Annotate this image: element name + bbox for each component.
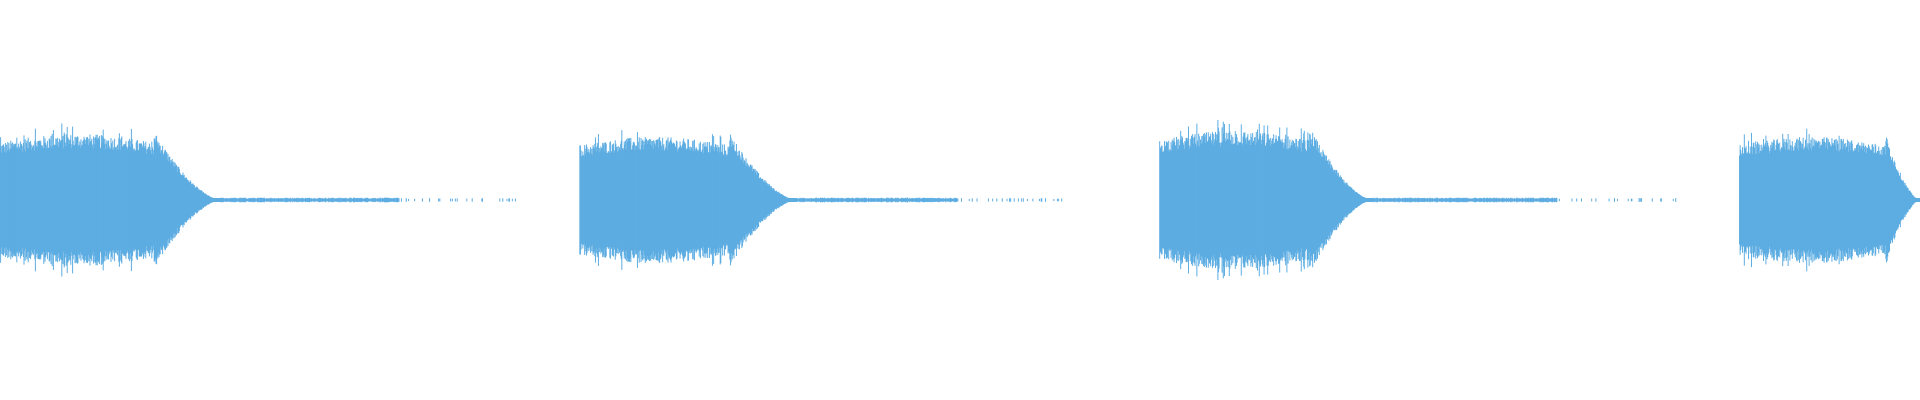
waveform-lines <box>0 119 1920 281</box>
